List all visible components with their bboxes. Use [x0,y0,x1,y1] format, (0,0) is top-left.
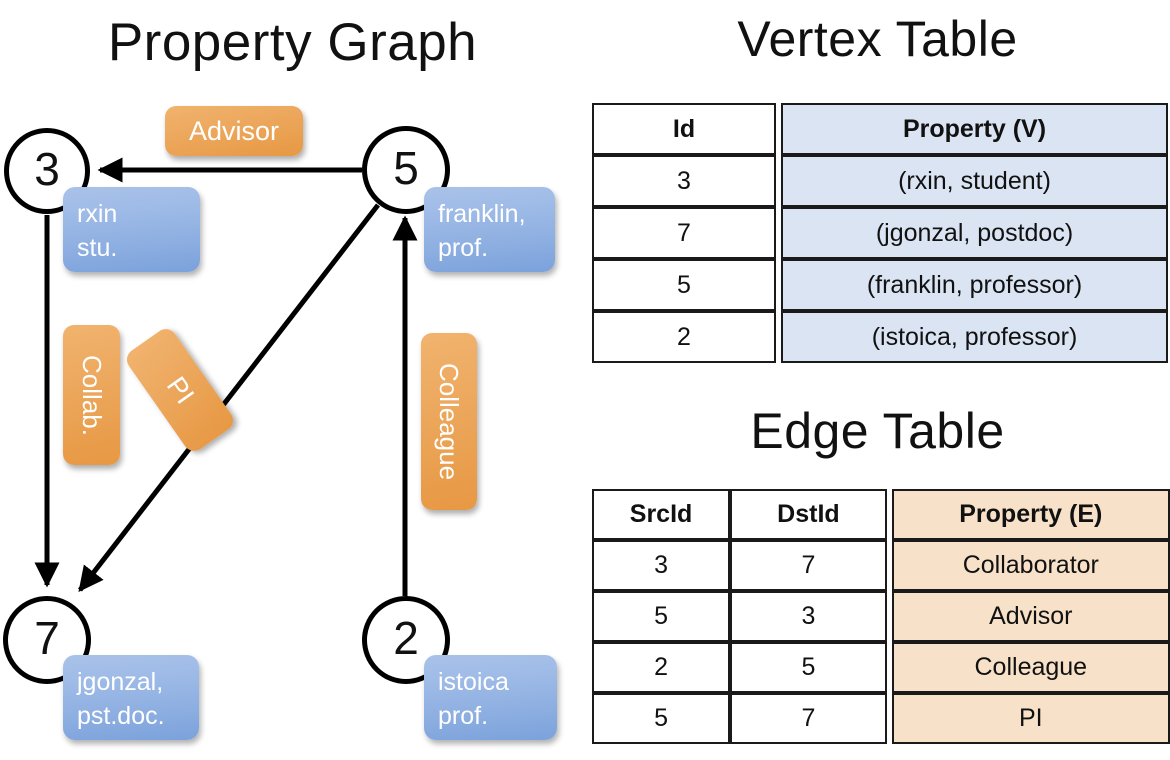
graph-node-2[interactable]: 2 [362,596,450,684]
graph-node-2-id: 2 [393,612,419,664]
vertex-table-header-property: Property (V) [781,103,1168,155]
graph-node-7-prop-line1: jgonzal, [77,668,164,696]
edge-row-3-src: 5 [592,693,731,744]
graph-node-2-property-callout: istoica prof. [424,655,557,740]
edge-row-0-src: 3 [592,540,731,591]
table-row[interactable]: 5 3 Advisor [592,591,1170,642]
table-row[interactable]: 2 (istoica, professor) [592,311,1168,363]
vertex-row-0-id: 3 [592,155,776,207]
edge-table-header-property: Property (E) [891,489,1170,540]
vertex-table-header-id: Id [592,103,776,155]
edge-row-2-property: Colleague [891,642,1170,693]
column-gap [886,642,892,693]
graph-node-3-prop-line2: stu. [77,234,118,262]
edge-row-2-dst: 5 [730,642,887,693]
page-title-edge-table: Edge Table [750,403,1005,459]
table-row[interactable]: 3 (rxin, student) [592,155,1168,207]
graph-node-5[interactable]: 5 [362,126,450,214]
graph-node-7-id: 7 [34,612,60,664]
graph-node-3-property-callout: rxin stu. [63,187,200,272]
edge-5-to-7 [78,203,380,592]
graph-node-5-property-callout: franklin, prof. [424,187,555,272]
vertex-row-1-property: (jgonzal, postdoc) [781,207,1168,259]
column-gap [776,207,781,259]
graph-node-5-id: 5 [393,142,419,194]
table-header-row: Id Property (V) [592,103,1168,155]
graph-node-2-prop-line1: istoica [438,668,509,696]
edge-row-3-property: PI [891,693,1170,744]
edge-label-advisor: Advisor [165,106,303,156]
vertex-row-3-id: 2 [592,311,776,363]
table-row[interactable]: 2 5 Colleague [592,642,1170,693]
column-gap [776,155,781,207]
graph-node-3-prop-line1: rxin [77,200,118,228]
edge-row-0-dst: 7 [730,540,887,591]
vertex-table: Id Property (V) 3 (rxin, student) 7 (jgo… [592,103,1168,363]
column-gap [776,259,781,311]
edge-row-0-property: Collaborator [891,540,1170,591]
edge-label-collab: Collab. [63,325,120,465]
table-row[interactable]: 7 (jgonzal, postdoc) [592,207,1168,259]
edge-table-header-dstid: DstId [730,489,887,540]
edge-row-2-src: 2 [592,642,731,693]
edge-table: SrcId DstId Property (E) 3 7 Collaborato… [592,489,1170,744]
vertex-row-3-property: (istoica, professor) [781,311,1168,363]
edge-label-colleague: Colleague [421,333,477,510]
vertex-row-1-id: 7 [592,207,776,259]
column-gap [886,489,892,540]
edge-row-1-dst: 3 [730,591,887,642]
graph-node-7-property-callout: jgonzal, pst.doc. [63,655,199,740]
page-title-property-graph: Property Graph [107,13,478,72]
graph-node-5-prop-line1: franklin, [438,200,526,228]
column-gap [886,591,892,642]
edge-table-header-srcid: SrcId [592,489,731,540]
page-title-vertex-table: Vertex Table [737,11,1018,67]
edge-label-collab-text: Collab. [77,354,107,436]
table-row[interactable]: 3 7 Collaborator [592,540,1170,591]
table-header-row: SrcId DstId Property (E) [592,489,1170,540]
graph-edges-svg [34,157,418,596]
vertex-row-0-property: (rxin, student) [781,155,1168,207]
column-gap [886,693,892,744]
graph-node-2-prop-line2: prof. [438,702,489,730]
graph-node-3-id: 3 [34,143,60,195]
edge-row-1-property: Advisor [891,591,1170,642]
table-row[interactable]: 5 (franklin, professor) [592,259,1168,311]
edge-row-3-dst: 7 [730,693,887,744]
column-gap [776,311,781,363]
graph-node-7-prop-line2: pst.doc. [77,702,165,730]
edge-label-pi-text: PI [160,370,201,409]
vertex-row-2-property: (franklin, professor) [781,259,1168,311]
edge-row-1-src: 5 [592,591,731,642]
graph-node-5-prop-line2: prof. [438,234,489,262]
edge-label-colleague-text: Colleague [434,362,465,481]
column-gap [776,103,781,155]
property-graph-diagram: 3 rxin stu. 5 franklin, prof. 7 jgonzal,… [3,106,557,740]
table-row[interactable]: 5 7 PI [592,693,1170,744]
vertex-row-2-id: 5 [592,259,776,311]
edge-label-advisor-text: Advisor [188,115,280,146]
column-gap [886,540,892,591]
